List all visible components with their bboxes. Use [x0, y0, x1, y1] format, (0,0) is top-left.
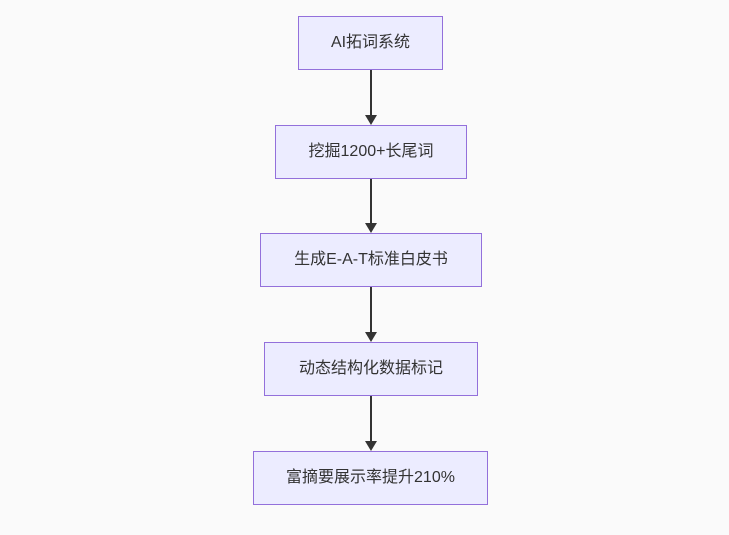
flow-node-longtail-words: 挖掘1200+长尾词 [275, 125, 467, 179]
flow-node-label: 挖掘1200+长尾词 [308, 143, 434, 160]
arrow-line [370, 287, 372, 333]
arrow-line [370, 396, 372, 442]
flow-arrow-2 [365, 179, 377, 233]
flow-arrow-3 [365, 287, 377, 342]
flow-arrow-1 [365, 70, 377, 125]
flow-node-structured-data: 动态结构化数据标记 [264, 342, 478, 396]
arrow-head-icon [365, 332, 377, 342]
flow-node-label: AI拓词系统 [330, 34, 411, 51]
flow-arrow-4 [365, 396, 377, 451]
flow-node-label: 生成E-A-T标准白皮书 [294, 251, 448, 268]
flow-node-label: 动态结构化数据标记 [298, 360, 443, 377]
arrow-line [370, 70, 372, 116]
arrow-head-icon [365, 115, 377, 125]
arrow-head-icon [365, 223, 377, 233]
flow-node-eat-whitepaper: 生成E-A-T标准白皮书 [260, 233, 482, 287]
flow-node-rich-snippet-result: 富摘要展示率提升210% [253, 451, 488, 505]
arrow-head-icon [365, 441, 377, 451]
flow-node-label: 富摘要展示率提升210% [286, 469, 455, 486]
arrow-line [370, 179, 372, 224]
flow-node-ai-system: AI拓词系统 [298, 16, 443, 70]
